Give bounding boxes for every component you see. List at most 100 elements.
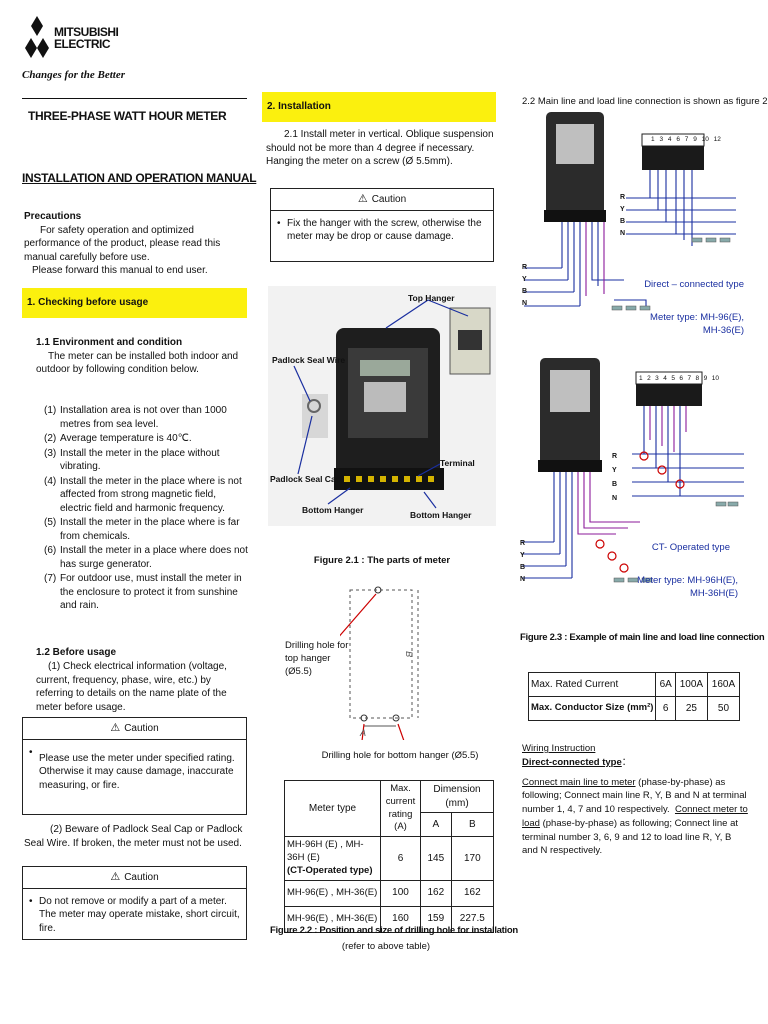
wiring-instruction: Wiring Instruction Direct-connected type… xyxy=(522,742,748,858)
cell-value: 50 xyxy=(706,696,741,721)
label-padlock-cap: Padlock Seal Cap xyxy=(270,474,341,484)
caution-title: Caution xyxy=(371,194,407,205)
cell-a: 162 xyxy=(420,879,452,907)
s12-item2: (2) Beware of Padlock Seal Cap or Padloc… xyxy=(24,824,243,849)
brand-slogan: Changes for the Better xyxy=(22,69,125,81)
s22-text: 2.2 Main line and load line connection i… xyxy=(522,96,768,107)
th-a: A xyxy=(420,811,452,838)
cell-value: 25 xyxy=(674,696,708,721)
terminal-number: 8 xyxy=(695,375,700,382)
list-item: (7)For outdoor use, must install the met… xyxy=(44,573,242,611)
th-current: Max. current rating (A) xyxy=(380,779,421,838)
precautions-forward: Please forward this manual to end user. xyxy=(32,265,208,276)
wire-label: R xyxy=(522,264,528,271)
ct-connection-diagram xyxy=(522,358,744,583)
brand-logo: MITSUBISHI ELECTRIC Changes for the Bett… xyxy=(22,12,125,84)
drill-bottom-label: Drilling hole for bottom hanger (Ø5.5) xyxy=(321,750,479,761)
direct-meter-line: MH-36(E) xyxy=(702,324,744,336)
warning-icon: ⚠ xyxy=(357,193,368,205)
cell-value: 100A xyxy=(674,672,708,697)
s12-text: (1) Check electrical information (voltag… xyxy=(36,661,227,713)
list-item: (5)Install the meter in the place where … xyxy=(44,517,240,542)
caution-text: Do not remove or modify a part of a mete… xyxy=(23,889,246,942)
conductor-table: Max. Rated Current 6A 100A 160A Max. Con… xyxy=(527,672,741,721)
list-item: (1)Installation area is not over than 10… xyxy=(44,405,227,430)
terminal-number: 1 xyxy=(651,136,655,143)
table-row: MH-96(E) , MH-36(E) 160 159 227.5 xyxy=(284,905,495,933)
drilling-table: Meter type Max. current rating (A) Dimen… xyxy=(284,779,495,933)
mitsubishi-diamonds-icon xyxy=(25,16,49,58)
cell-header: Max. Rated Current xyxy=(527,672,657,697)
label-bottom-hanger: Bottom Hanger xyxy=(410,510,472,520)
wiring-heading: Wiring Instruction xyxy=(522,743,596,754)
wire-label: R xyxy=(520,540,526,547)
wire-label: N xyxy=(612,495,618,502)
dim-b-label: B xyxy=(404,651,415,658)
cell-current: 160 xyxy=(380,905,421,933)
top-rule xyxy=(22,98,247,99)
cell-value: 6A xyxy=(655,672,676,697)
precautions-text: For safety operation and optimized perfo… xyxy=(24,224,221,263)
drilling-diagram xyxy=(340,586,419,740)
cell-current: 100 xyxy=(380,879,421,907)
direct-meter-line: Meter type: MH-96(E), xyxy=(650,312,744,323)
terminal-number: 6 xyxy=(679,375,684,382)
terminal-number: 3 xyxy=(659,136,664,143)
fig22-note: (refer to above table) xyxy=(341,941,431,952)
wiring-sub: Direct-connected type xyxy=(522,756,622,768)
direct-meter-type: Meter type: MH-96(E), MH-36(E) xyxy=(650,312,744,338)
precautions-heading: Precautions xyxy=(24,211,82,222)
ct-meter-line: MH-36H(E) xyxy=(689,587,738,599)
direct-connection-diagram xyxy=(524,112,736,311)
ct-meter-line: Meter type: MH-96H(E), xyxy=(637,575,738,586)
wire-label: Y xyxy=(612,467,617,474)
condition-list: (1)Installation area is not over than 10… xyxy=(24,404,248,614)
terminal-number: 9 xyxy=(703,375,708,382)
terminal-number: 5 xyxy=(671,375,675,382)
fig21-caption: Figure 2.1 : The parts of meter xyxy=(313,555,451,566)
list-item: (3)Install the meter in the place withou… xyxy=(44,447,220,473)
label-terminal: Terminal xyxy=(440,458,475,468)
cell-header: Max. Conductor Size (mm²) xyxy=(527,696,657,721)
wire-label: Y xyxy=(520,552,525,559)
fig22-caption: Figure 2.2 : Position and size of drilli… xyxy=(270,925,518,936)
wiring-link-load: Connect meter to load xyxy=(522,804,748,829)
terminal-number: 1 xyxy=(639,375,643,382)
s11-heading: 1.1 Environment and condition xyxy=(36,337,183,348)
wire-label: Y xyxy=(522,276,527,283)
terminal-number: 6 xyxy=(676,136,680,143)
terminal-number: 4 xyxy=(667,136,672,143)
s21-text: 2.1 Install meter in vertical. Oblique s… xyxy=(266,129,494,167)
warning-icon: ⚠ xyxy=(110,722,121,734)
th-dimension: Dimension (mm) xyxy=(420,780,494,813)
warning-icon: ⚠ xyxy=(110,871,121,883)
cell-b: 227.5 xyxy=(450,905,495,933)
cell-type: MH-96H (E) , MH-36H (E) xyxy=(287,839,364,864)
section-1-heading: 1. Checking before usage xyxy=(22,288,247,318)
wire-label: B xyxy=(620,218,626,225)
meter-parts-figure: Top Hanger Padlock Seal Wire Terminal Pa… xyxy=(268,286,496,526)
terminal-number: 7 xyxy=(687,375,692,382)
wiring-link-main: Connect main line to meter xyxy=(522,776,636,788)
table-row: Max. Rated Current 6A 100A 160A xyxy=(527,672,741,697)
table-row: Max. Conductor Size (mm²) 6 25 50 xyxy=(527,696,741,721)
list-item: (2)Average temperature is 40℃. xyxy=(44,433,192,444)
terminal-number: 3 xyxy=(655,375,659,382)
terminal-number: 4 xyxy=(663,375,667,382)
list-item: (4)Install the meter in the place where … xyxy=(44,475,242,514)
label-padlock-wire: Padlock Seal Wire xyxy=(272,355,346,365)
terminal-number: 9 xyxy=(693,136,697,143)
caution-title: Caution xyxy=(124,872,159,883)
s12-heading: 1.2 Before usage xyxy=(36,647,117,658)
list-item: (6)Install the meter in a place where do… xyxy=(44,545,248,570)
cell-type: MH-96(E) , MH-36(E) xyxy=(284,879,381,907)
wiring-text-2: (phase-by-phase) as following; Connect l… xyxy=(522,817,738,857)
wire-label: Y xyxy=(620,206,625,213)
wire-label: B xyxy=(520,564,526,571)
cell-type-note: (CT-Operated type) xyxy=(287,864,373,876)
